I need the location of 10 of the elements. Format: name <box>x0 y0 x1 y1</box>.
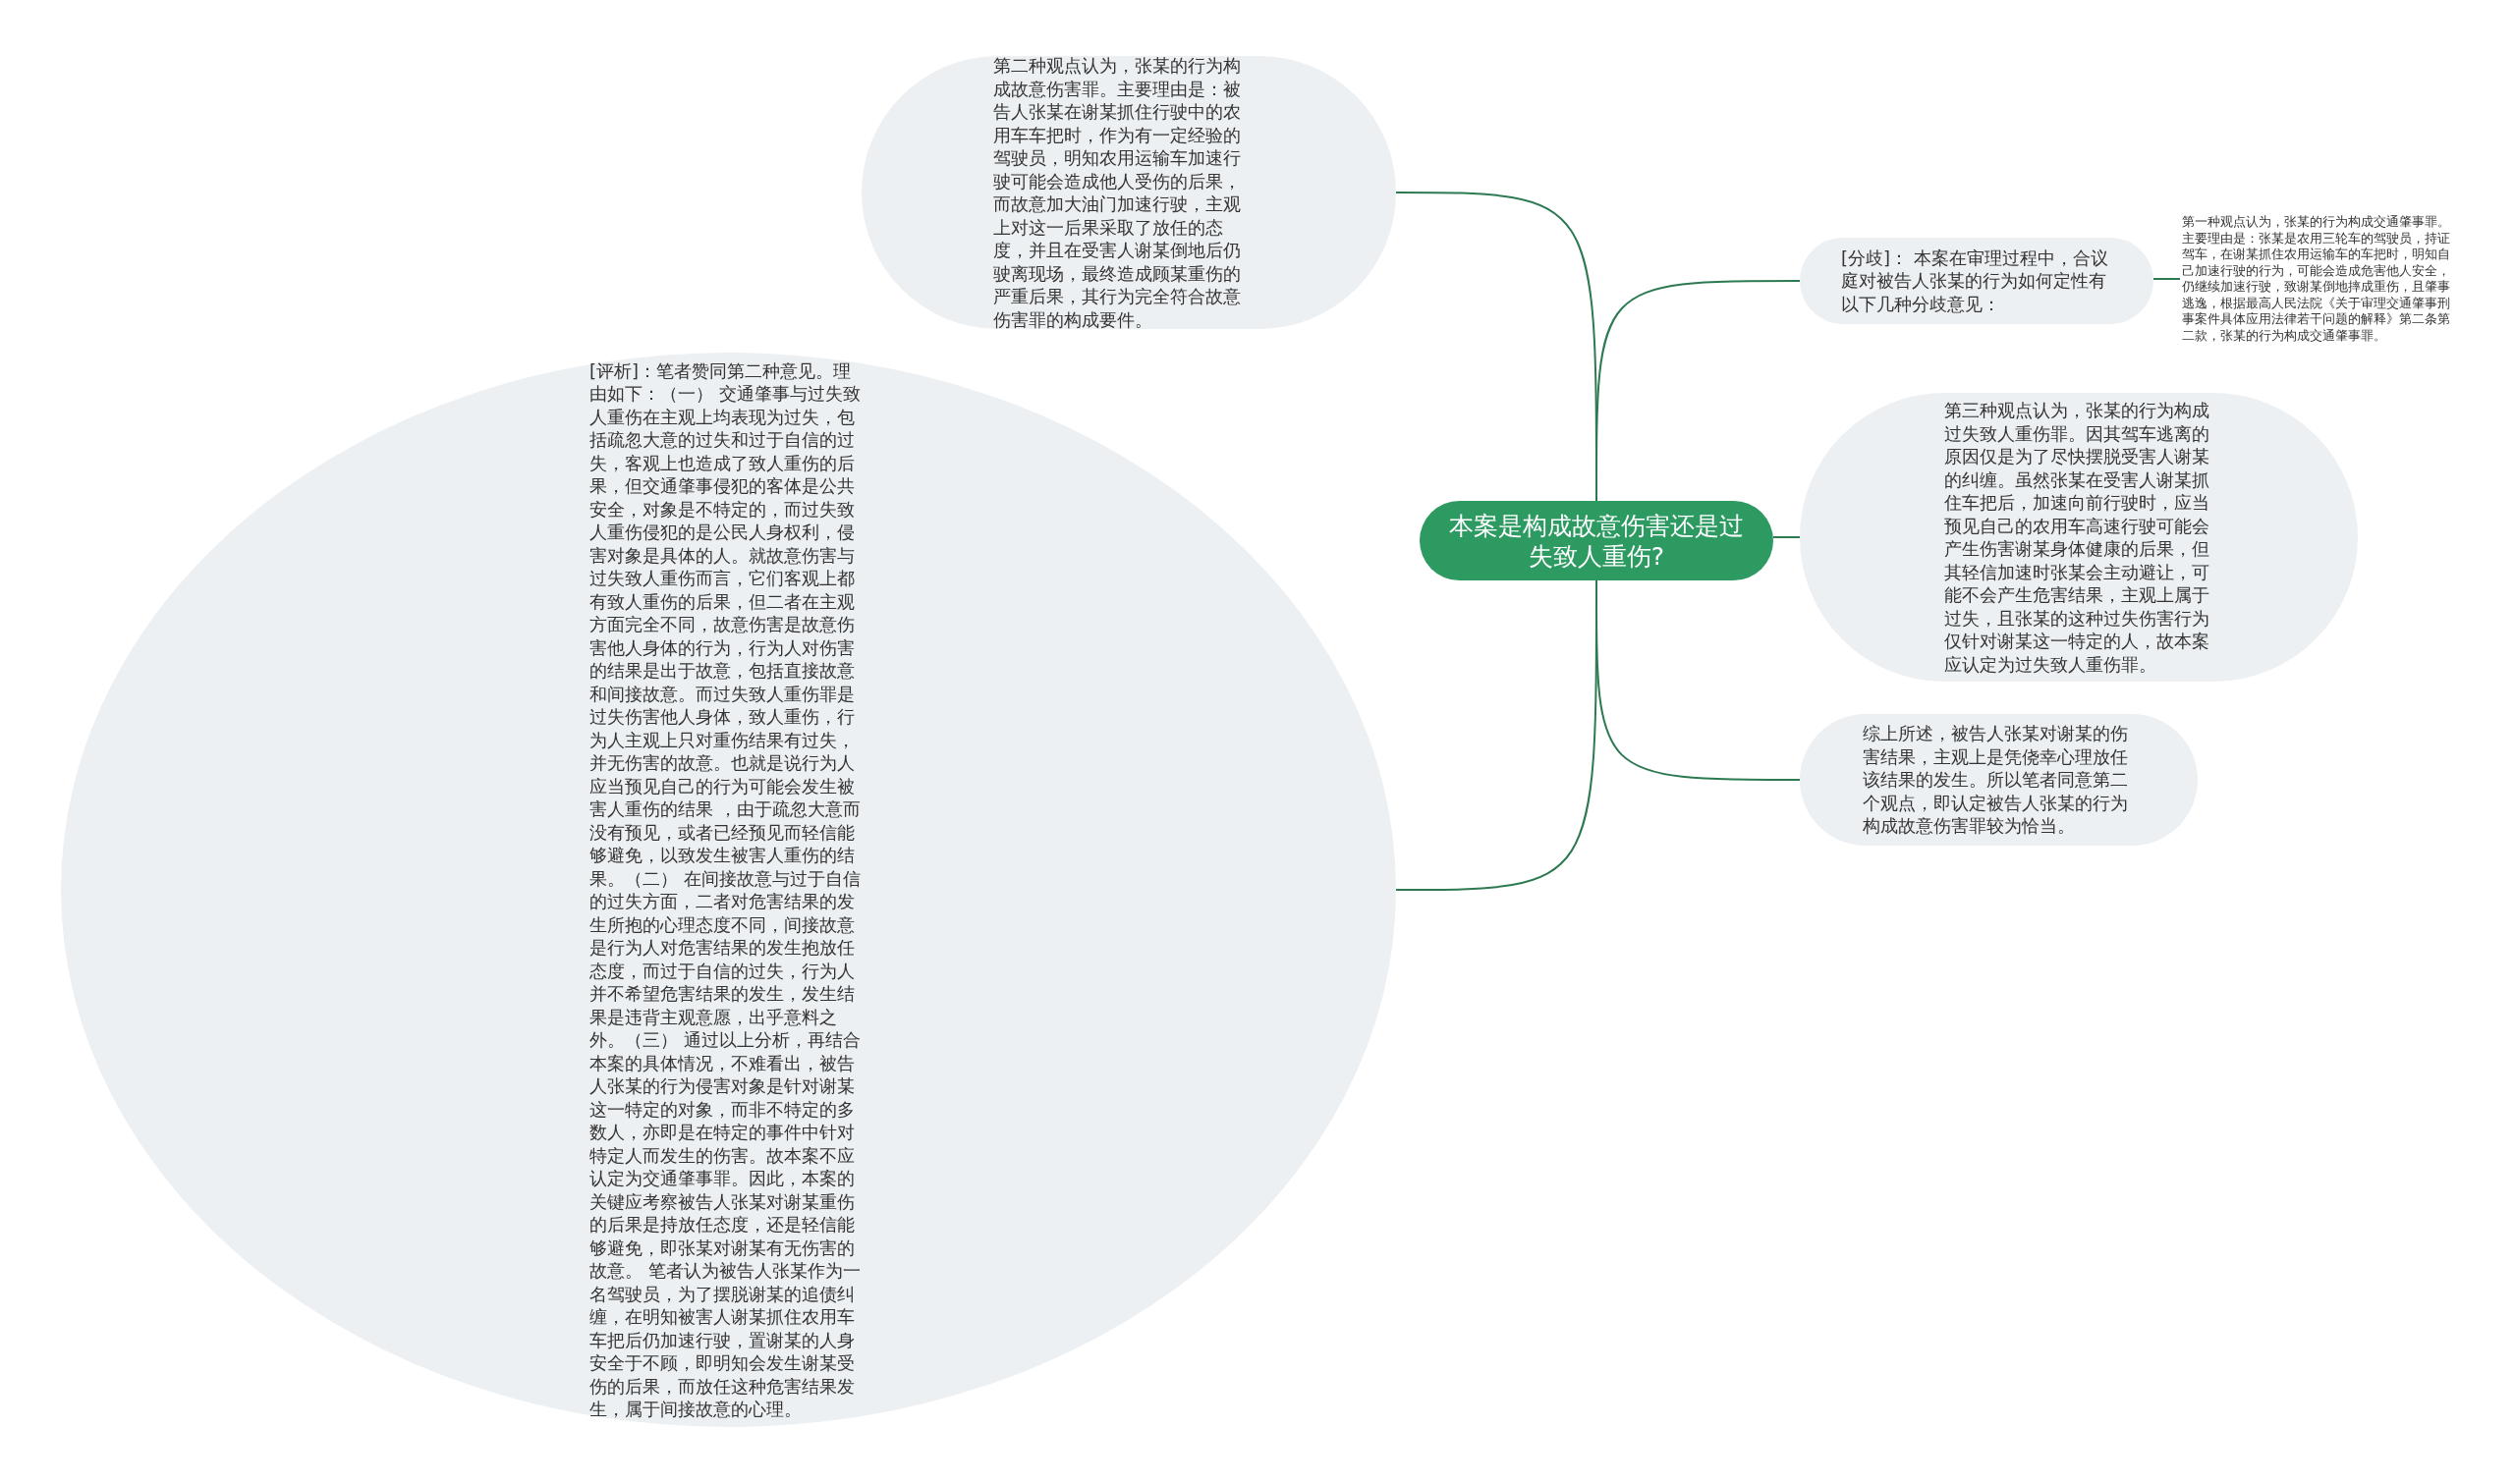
connector-line <box>2152 278 2181 280</box>
node-text: 本案是构成故意伤害还是过失致人重伤? <box>1449 510 1744 572</box>
node-text: 第二种观点认为，张某的行为构成故意伤害罪。主要理由是：被告人张某在谢某抓住行驶中的农用车车把时，作为有一定经验的驾驶员，明知农用运输车加速行驶可能会造成他人受伤的后果，而故意加大油门加速行驶，主观上对这一后果采取了放任的态度，并且在受害人谢某倒地后仍驶离现场，最终造成顾某重伤的严重后果，其行为完全符合故意伤害罪的构成要件。 <box>993 54 1242 331</box>
node-text: 第三种观点认为，张某的行为构成过失致人重伤罪。因其驾车逃离的原因仅是为了尽快摆脱受害人谢某的纠缠。虽然张某在受害人谢某抓住车把后，加速向前行驶时，应当预见自己的农用车高速行驶可能会产生伤害谢某身体健康的后果，但其轻信加速时张某会主动避让，可能不会产生危害结果，主观上属于过失，且张某的这种过失伤害行为仅针对谢某这一特定的人，故本案应认定为过失致人重伤罪。 <box>1944 399 2210 676</box>
node-text: 综上所述，被告人张某对谢某的伤害结果，主观上是凭侥幸心理放任该结果的发生。所以笔者同意第二个观点，即认定被告人张某的行为构成故意伤害罪较为恰当。 <box>1863 722 2129 838</box>
node-text: [分歧]： 本案在审理过程中，合议庭对被告人张某的行为如何定性有以下几种分歧意见： <box>1841 246 2109 316</box>
connector-line <box>1595 579 1801 781</box>
node-text: 第一种观点认为，张某的行为构成交通肇事罪。主要理由是：张某是农用三轮车的驾驶员，持证驾车，在谢某抓住农用运输车的车把时，明知自己加速行驶的行为，可能会造成危害他人安全，仍继续加速行驶，致谢某倒地摔成重伤，且肇事逃逸，根据最高人民法院《关于审理交通肇事刑事案件具体应用法律若干问题的解释》第二条第二款，张某的行为构成交通肇事罪。 <box>2182 214 2451 344</box>
node-text: [评析]：笔者赞同第二种意见。理由如下：（一） 交通肇事与过失致人重伤在主观上均表现为过失，包括疏忽大意的过失和过于自信的过失，客观上也造成了致人重伤的后果，但交通肇事侵犯的客体是公共安全，对象是不特定的，而过失致人重伤侵犯的是公民人身权利，侵害对象是具体的人。就故意伤害与过失致人重伤而言，它们客观上都有致人重伤的后果，但二者在主观方面完全不同，故意伤害是故意伤害他人身体的行为，行为人对伤害的结果是出于故意，包括直接故意和间接故意。而过失致人重伤罪是过失伤害他人身体，致人重伤，行为人主观上只对重伤结果有过失，并无伤害的故意。也就是说行为人应当预见自己的行为可能会发生被害人重伤的结果 ，由于疏忽大意而没有预见，或者已经预见而轻信能够避免，以致发生被害人重伤的结果。（二） 在间接故意与过于自信的过失方面，二者对危害结果的发生所抱的心理态度不同，间接故意是行为人对危害结果的发生抱放任态度，而过于自信的过失，行为人并不希望危害结果的发生，发生结果是违背主观意愿，出乎意料之外。（三） 通过以上分析，再结合本案的具体情况，不难看出，被告人张某的行为侵害对象是针对谢某这一特定的对象，而非不特定的多数人，亦即是在特定的事件中针对特定人而发生的伤害。故本案不应认定为交通肇事罪。因此，本案的关键应考察被告人张某对谢某重伤的后果是持放任态度，还是轻信能够避免，即张某对谢某有无伤害的故意。 笔者认为被告人张某作为一名驾驶员，为了摆脱谢某的追债纠缠，在明知被害人谢某抓住农用车车把后仍加速行驶，置谢某的人身安全于不顾，即明知会发生谢某受伤的后果，而放任这种危害结果发生，属于间接故意的心理。 <box>589 358 862 1421</box>
connector-line <box>1772 536 1801 538</box>
